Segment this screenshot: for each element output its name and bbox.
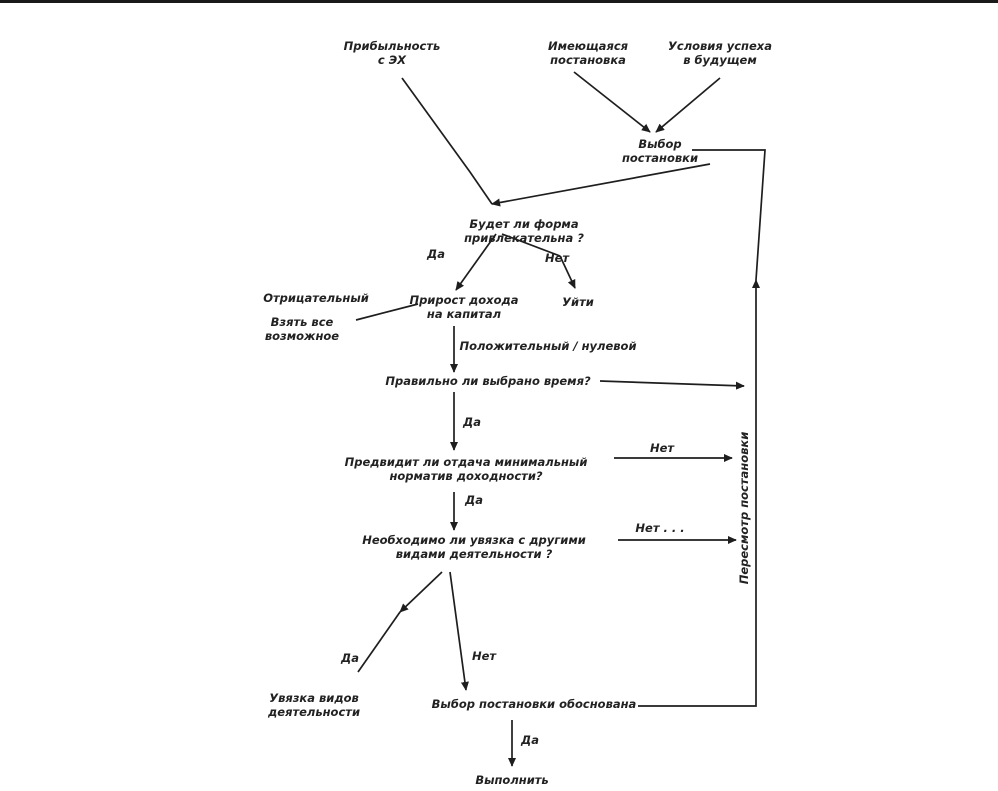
label-no-4-line: Нет xyxy=(472,649,497,663)
label-no-2: Нет xyxy=(650,441,675,455)
edge-feedback-top xyxy=(692,149,766,281)
label-no-2-line: Нет xyxy=(650,441,675,455)
label-negative: Отрицательный xyxy=(263,291,369,305)
node-choose-combination-line: Выбор постановки обоснована xyxy=(432,697,637,711)
edge-combine-no-down xyxy=(449,571,469,691)
edge-feedback-loop xyxy=(638,279,761,707)
node-revise-line: Пересмотр постановки xyxy=(737,432,751,585)
edge-current-to-choice xyxy=(573,71,651,133)
label-yes-2-line: Да xyxy=(462,415,481,429)
node-q-form-attractive-line: привлекательна ? xyxy=(464,231,584,245)
node-q-time-right-line: Правильно ли выбрано время? xyxy=(385,374,591,388)
node-choose-setting-line: Выбор xyxy=(638,137,681,151)
node-exit: Уйти xyxy=(562,295,594,309)
node-revenue-flow-line: на капитал xyxy=(427,307,502,321)
edge-yes-to-combine-choice xyxy=(357,611,401,673)
node-choose-combination: Выбор постановки обоснована xyxy=(432,697,637,711)
label-no-3-line: Нет . . . xyxy=(635,521,684,535)
top-rule xyxy=(0,0,998,3)
node-take-all-line: возможное xyxy=(265,329,339,343)
node-exit-line: Уйти xyxy=(562,295,594,309)
label-yes-1-line: Да xyxy=(426,247,445,261)
label-positive-req-line: Положительный / нулевой xyxy=(459,339,636,353)
edge-combine-yes xyxy=(399,571,443,613)
edge-time-to-revise xyxy=(599,380,745,390)
label-yes-5: Да xyxy=(520,733,539,747)
edge-conditions-to-choice xyxy=(655,77,721,133)
label-yes-1: Да xyxy=(426,247,445,261)
edges xyxy=(355,71,766,767)
label-yes-4: Да xyxy=(340,651,359,665)
label-positive-req: Положительный / нулевой xyxy=(459,339,636,353)
edge-no-to-exit xyxy=(559,255,576,289)
label-yes-3: Да xyxy=(464,493,483,507)
edge-prob-to-question xyxy=(401,77,493,205)
node-q-combine-line: видами деятельности ? xyxy=(396,547,553,561)
node-q-time-right: Правильно ли выбрано время? xyxy=(385,374,591,388)
node-source-prob-line: Прибыльность xyxy=(344,39,441,53)
node-current-state-line: Имеющаяся xyxy=(548,39,629,53)
label-no-3: Нет . . . xyxy=(635,521,684,535)
edge-choice-to-question xyxy=(491,163,711,207)
node-implement: Выполнить xyxy=(475,773,548,787)
node-implement-line: Выполнить xyxy=(475,773,548,787)
edge-question-no xyxy=(501,233,561,257)
node-choose-setting-line: постановки xyxy=(622,151,698,165)
label-yes-5-line: Да xyxy=(520,733,539,747)
node-combine-choice-line: деятельности xyxy=(267,705,360,719)
node-q-combine-line: Необходимо ли увязка с другими xyxy=(362,533,586,547)
node-source-prob-line: с ЭХ xyxy=(378,53,407,67)
label-yes-3-line: Да xyxy=(464,493,483,507)
node-take-all-line: Взять все xyxy=(271,315,334,329)
node-q-min-margin-line: норматив доходности? xyxy=(389,469,542,483)
node-combine-choice-line: Увязка видов xyxy=(269,691,359,705)
node-current-state-line: постановка xyxy=(550,53,626,67)
label-no-1: Нет xyxy=(545,251,570,265)
label-yes-4-line: Да xyxy=(340,651,359,665)
node-revise: Пересмотр постановки xyxy=(737,432,751,585)
label-negative-line: Отрицательный xyxy=(263,291,369,305)
node-q-form-attractive-line: Будет ли форма xyxy=(469,217,578,231)
node-revenue-flow-line: Прирост дохода xyxy=(409,293,518,307)
node-conditions-line: Условия успеха xyxy=(668,39,772,53)
label-yes-2: Да xyxy=(462,415,481,429)
edge-question-yes xyxy=(455,233,497,291)
label-no-1-line: Нет xyxy=(545,251,570,265)
label-no-4: Нет xyxy=(472,649,497,663)
node-conditions-line: в будущем xyxy=(683,53,757,67)
node-q-min-margin-line: Предвидит ли отдача минимальный xyxy=(345,455,588,469)
edge-negative-to-revenue xyxy=(355,303,419,321)
